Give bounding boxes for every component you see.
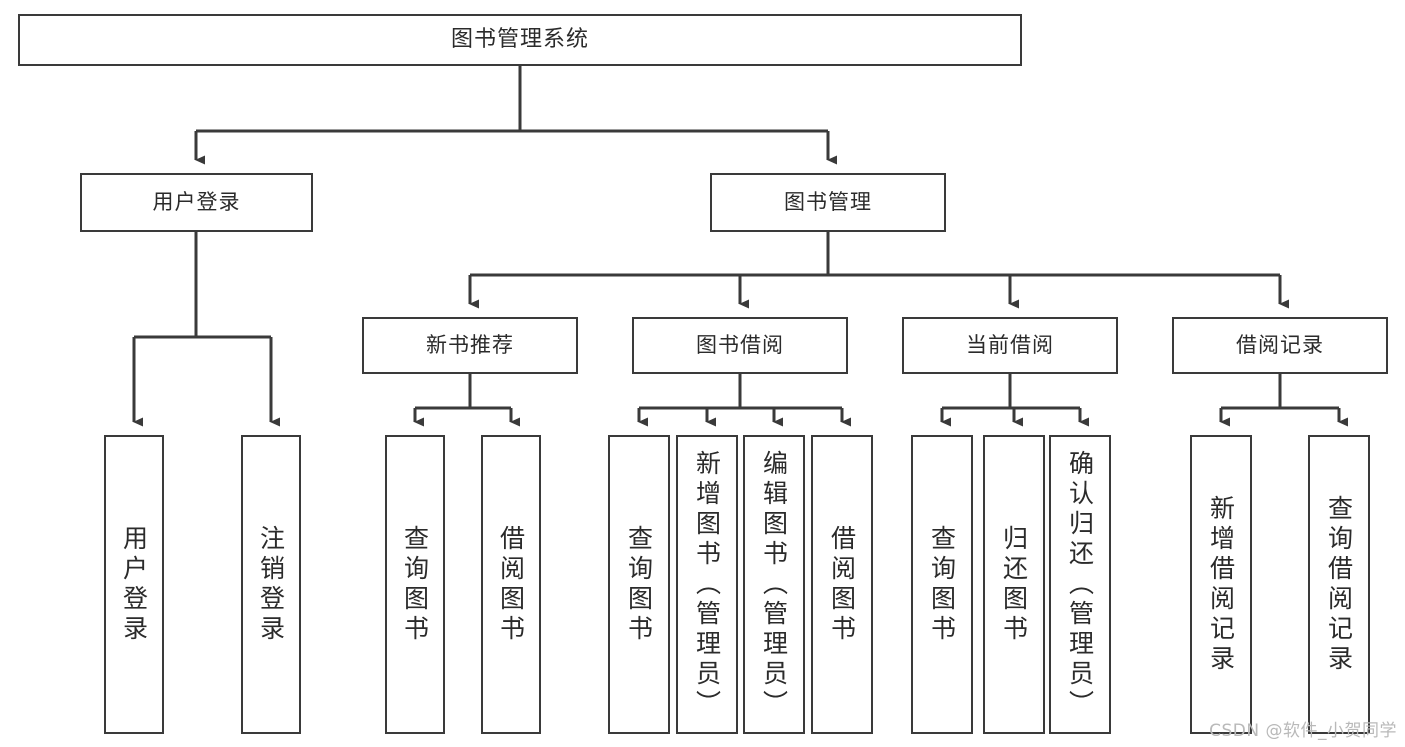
node-leaf-borrow-book-1-label: 借阅图书: [496, 524, 526, 645]
node-leaf-add-borrow-record-label: 新增借阅记录: [1206, 494, 1236, 675]
node-book-management[interactable]: 图书管理: [710, 173, 946, 232]
node-leaf-confirm-return[interactable]: 确认归还（管理员）: [1049, 435, 1111, 734]
node-book-management-label: 图书管理: [784, 190, 872, 215]
node-leaf-user-logout[interactable]: 注销登录: [241, 435, 301, 734]
node-book-borrow-label: 图书借阅: [696, 333, 784, 358]
node-leaf-user-logout-label: 注销登录: [256, 524, 286, 645]
node-user-login-label: 用户登录: [152, 190, 241, 215]
node-current-borrow[interactable]: 当前借阅: [902, 317, 1118, 374]
node-root[interactable]: 图书管理系统: [18, 14, 1022, 66]
watermark: CSDN @软件_小贺同学: [1209, 721, 1397, 741]
node-new-book-recommend[interactable]: 新书推荐: [362, 317, 578, 374]
node-leaf-query-book-1-label: 查询图书: [400, 524, 430, 645]
node-current-borrow-label: 当前借阅: [966, 333, 1054, 358]
node-leaf-add-book[interactable]: 新增图书（管理员）: [676, 435, 738, 734]
node-leaf-borrow-book-1[interactable]: 借阅图书: [481, 435, 541, 734]
node-leaf-query-book-2[interactable]: 查询图书: [608, 435, 670, 734]
node-leaf-edit-book-label: 编辑图书（管理员）: [759, 449, 789, 720]
node-leaf-query-book-2-label: 查询图书: [624, 524, 654, 645]
node-leaf-query-borrow-record[interactable]: 查询借阅记录: [1308, 435, 1370, 734]
node-borrow-record-label: 借阅记录: [1236, 333, 1324, 358]
node-leaf-add-borrow-record[interactable]: 新增借阅记录: [1190, 435, 1252, 734]
node-new-book-recommend-label: 新书推荐: [426, 333, 514, 358]
node-leaf-return-book-label: 归还图书: [999, 524, 1029, 645]
node-leaf-confirm-return-label: 确认归还（管理员）: [1065, 449, 1095, 720]
node-leaf-query-book-3-label: 查询图书: [927, 524, 957, 645]
node-leaf-borrow-book-2-label: 借阅图书: [827, 524, 857, 645]
node-leaf-edit-book[interactable]: 编辑图书（管理员）: [743, 435, 805, 734]
node-borrow-record[interactable]: 借阅记录: [1172, 317, 1388, 374]
node-root-label: 图书管理系统: [450, 27, 589, 53]
node-leaf-query-book-3[interactable]: 查询图书: [911, 435, 973, 734]
node-leaf-return-book[interactable]: 归还图书: [983, 435, 1045, 734]
node-leaf-add-book-label: 新增图书（管理员）: [692, 449, 722, 720]
node-leaf-query-book-1[interactable]: 查询图书: [385, 435, 445, 734]
node-book-borrow[interactable]: 图书借阅: [632, 317, 848, 374]
node-leaf-user-login-label: 用户登录: [119, 524, 149, 645]
node-leaf-user-login[interactable]: 用户登录: [104, 435, 164, 734]
node-user-login[interactable]: 用户登录: [80, 173, 313, 232]
node-leaf-borrow-book-2[interactable]: 借阅图书: [811, 435, 873, 734]
node-leaf-query-borrow-record-label: 查询借阅记录: [1324, 494, 1354, 675]
